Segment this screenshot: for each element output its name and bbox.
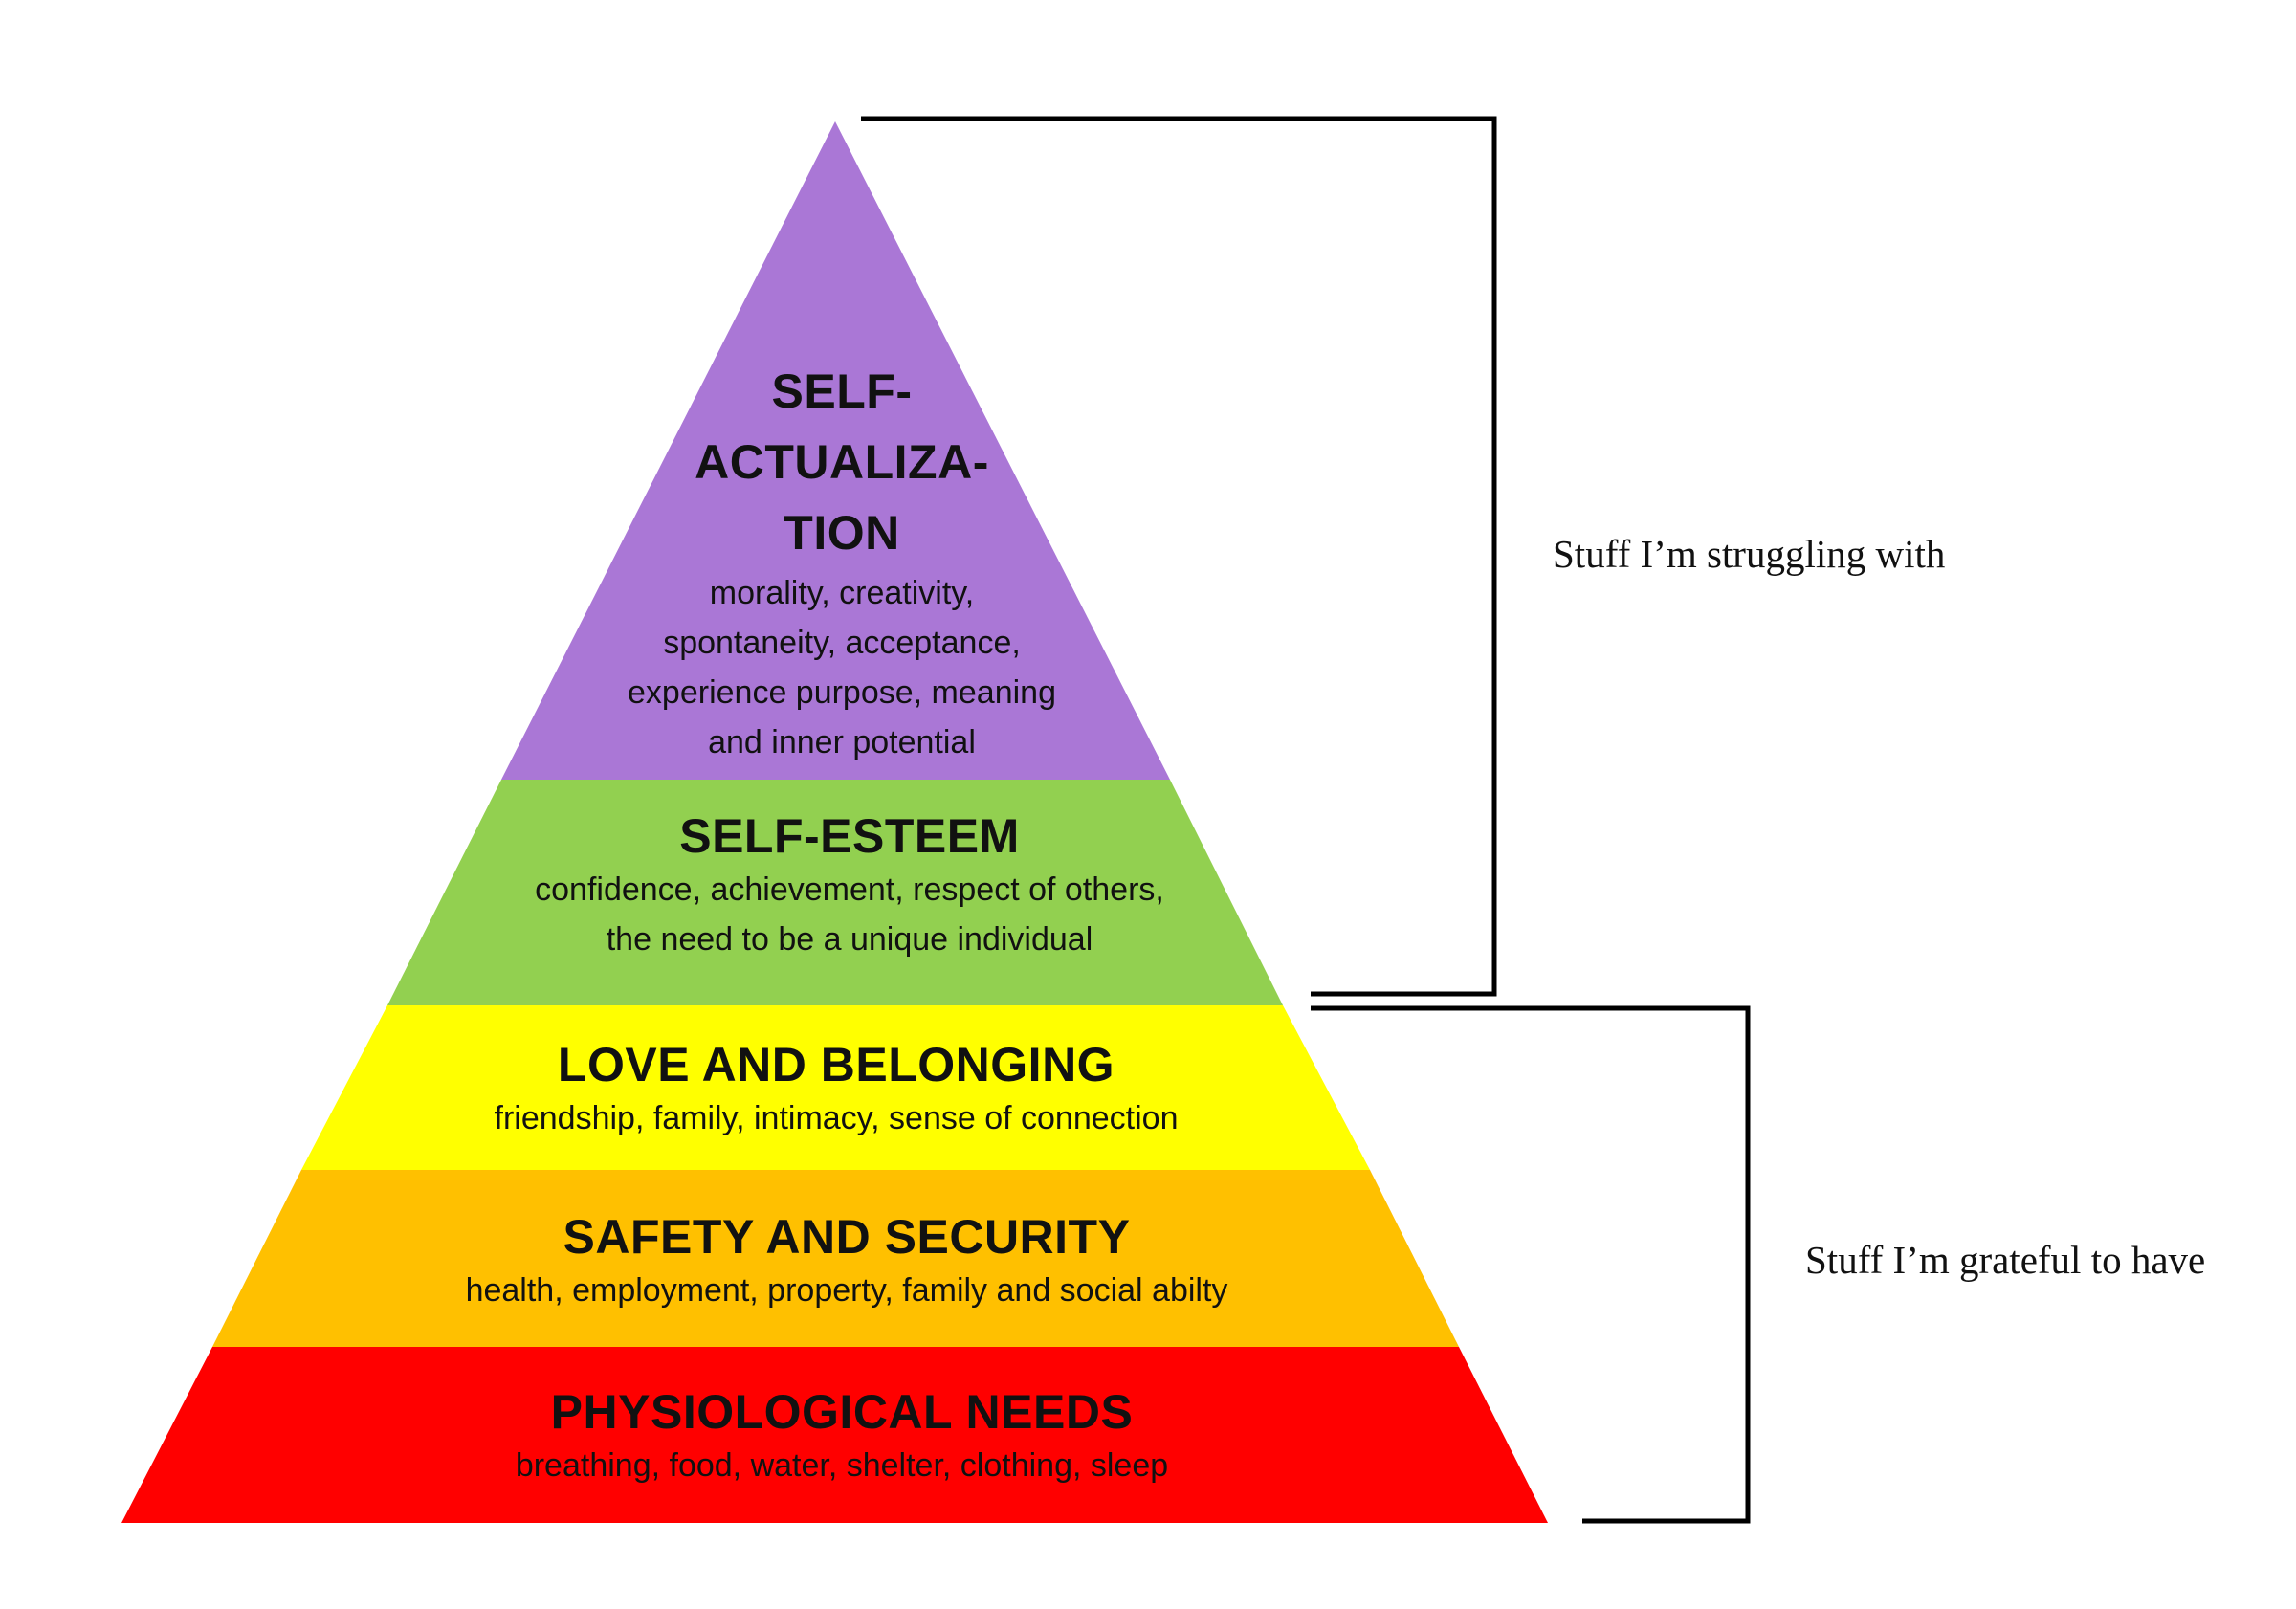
tier-safety-security-title: SAFETY AND SECURITY <box>563 1210 1131 1264</box>
upper-bracket-label: Stuff I’m struggling with <box>1553 532 1946 576</box>
tier-physiological-text: PHYSIOLOGICAL NEEDS breathing, food, wat… <box>316 1383 1368 1490</box>
tier-self-esteem-title: SELF-ESTEEM <box>679 809 1020 863</box>
tier-self-actualization-text: SELF- ACTUALIZA- TION morality, creativi… <box>555 356 1129 767</box>
tier-love-belonging-text: LOVE AND BELONGING friendship, family, i… <box>377 1036 1295 1143</box>
tier-love-belonging-shape <box>301 1005 1370 1170</box>
tier-self-esteem-description: confidence, achievement, respect of othe… <box>535 871 1164 958</box>
tier-self-esteem-shape <box>387 780 1283 1005</box>
tier-self-esteem-text: SELF-ESTEEM confidence, achievement, res… <box>457 807 1242 964</box>
tier-safety-security-text: SAFETY AND SECURITY health, employment, … <box>320 1208 1373 1315</box>
tier-self-actualization-shape <box>501 121 1170 780</box>
tier-self-actualization-description: morality, creativity, spontaneity, accep… <box>628 575 1056 760</box>
lower-bracket-label: Stuff I’m grateful to have <box>1805 1238 2206 1282</box>
upper-bracket-line <box>861 116 1497 997</box>
tier-physiological-shape <box>121 1347 1548 1523</box>
tier-love-belonging-title: LOVE AND BELONGING <box>557 1038 1115 1091</box>
tier-love-belonging-description: friendship, family, intimacy, sense of c… <box>494 1100 1179 1136</box>
tier-self-actualization-title: SELF- ACTUALIZA- TION <box>695 364 989 560</box>
lower-bracket-line <box>1311 1005 1751 1524</box>
tier-safety-security-description: health, employment, property, family and… <box>465 1272 1228 1309</box>
tier-physiological-title: PHYSIOLOGICAL NEEDS <box>550 1385 1134 1439</box>
tier-safety-security-shape <box>212 1170 1459 1347</box>
tier-physiological-description: breathing, food, water, shelter, clothin… <box>515 1447 1169 1484</box>
